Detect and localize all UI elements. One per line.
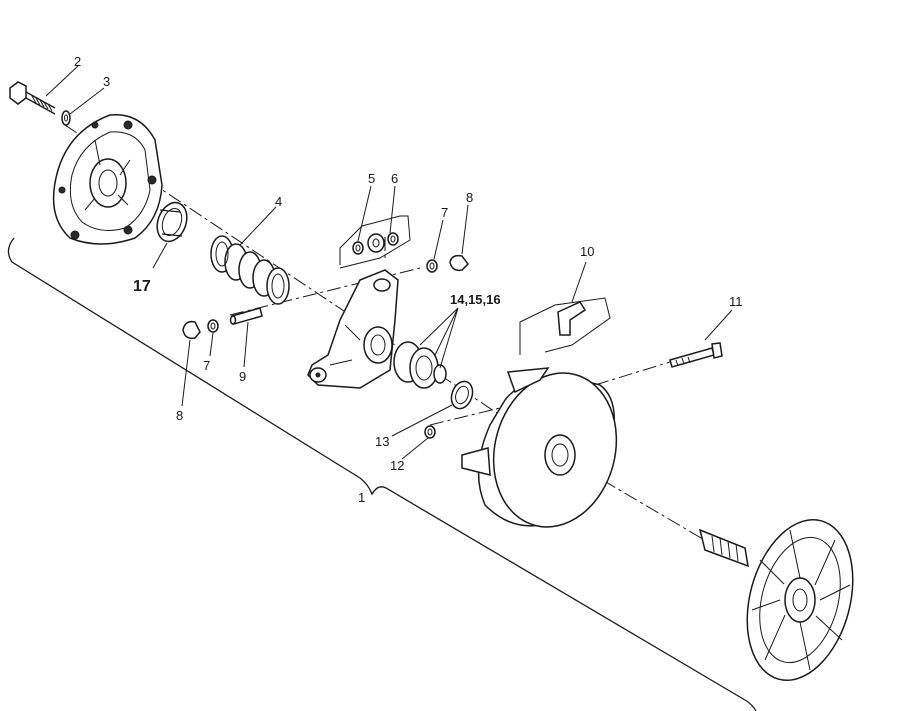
callout-14-15-16: 14,15,16 — [450, 292, 501, 307]
callout-3: 3 — [103, 74, 110, 89]
callout-8-lower: 8 — [176, 408, 183, 423]
callout-5: 5 — [368, 171, 375, 186]
callout-2: 2 — [74, 54, 81, 69]
assembly-bracket — [7, 237, 757, 711]
callout-11: 11 — [729, 294, 743, 309]
moveable-sheave — [461, 367, 618, 528]
part-6-roller — [367, 232, 399, 253]
part-13-bushing — [450, 380, 474, 410]
callout-7-upper: 7 — [441, 205, 448, 220]
part-4-spring — [210, 235, 290, 305]
parts-14-15-16-rollers — [393, 341, 447, 389]
spider-arm-assembly — [307, 269, 399, 389]
callout-13: 13 — [375, 434, 389, 449]
part-7-washer-lower — [207, 319, 219, 333]
callout-6: 6 — [391, 171, 398, 186]
callout-4: 4 — [275, 194, 282, 209]
part-17-bushing — [156, 201, 188, 243]
fixed-sheave-with-fan — [698, 518, 854, 682]
part-11-bolt — [669, 342, 723, 368]
center-axis-line — [64, 124, 731, 556]
callout-1: 1 — [358, 490, 365, 505]
callout-12: 12 — [390, 458, 404, 473]
part-9-pin — [229, 307, 263, 325]
leader-lines — [45, 65, 733, 460]
parts-5-6-box — [339, 215, 411, 269]
clutch-cover-plate — [52, 113, 163, 245]
callout-17: 17 — [133, 278, 151, 295]
part-8-roller-upper — [449, 254, 469, 272]
callout-9: 9 — [239, 369, 246, 384]
callout-8-upper: 8 — [466, 190, 473, 205]
part-10-bracket — [557, 301, 587, 336]
part-10-box — [519, 297, 611, 355]
part-12-nut — [424, 425, 436, 439]
part-5-nut — [352, 241, 364, 255]
callout-7-lower: 7 — [203, 358, 210, 373]
part-2-bolt — [9, 81, 56, 115]
part-3-washer — [61, 110, 71, 126]
part-8-roller-lower — [182, 320, 201, 340]
callout-10: 10 — [580, 244, 594, 259]
part-7-washer-upper — [426, 259, 438, 273]
